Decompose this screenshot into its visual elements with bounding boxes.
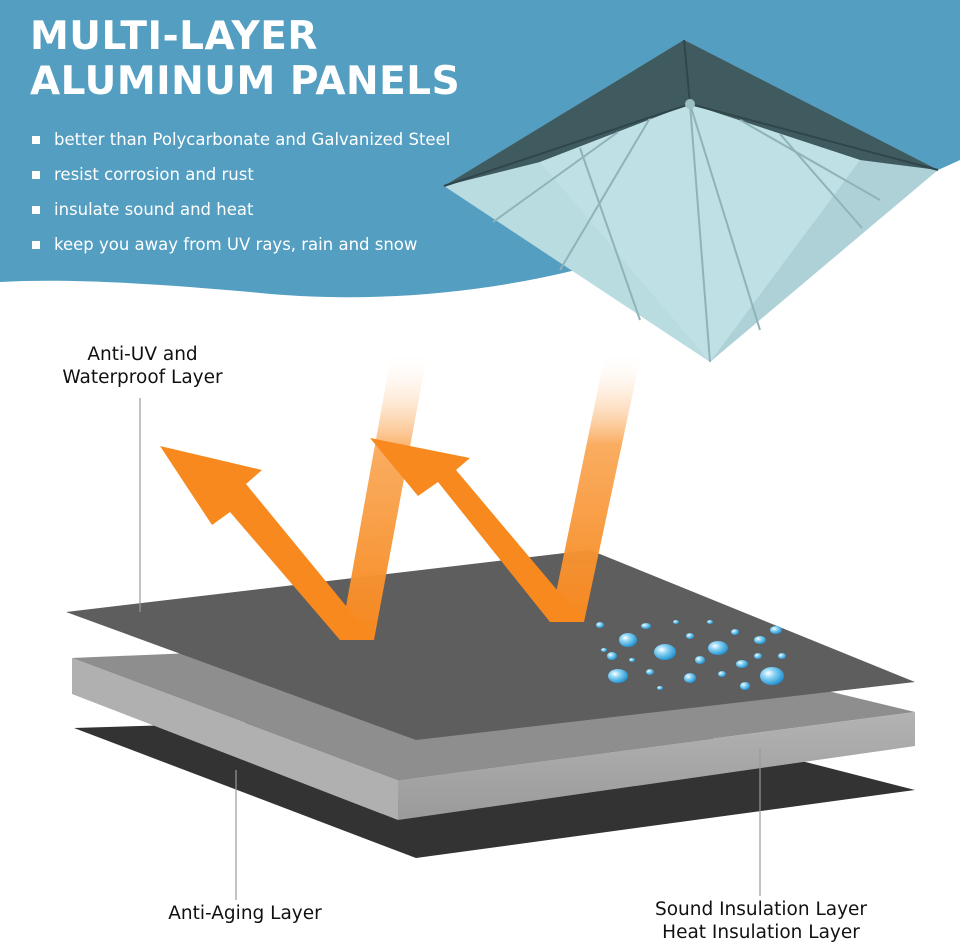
anti-aging-label: Anti-Aging Layer [150,902,340,925]
bullet-square-icon [32,135,40,144]
page-title: MULTI-LAYER ALUMINUM PANELS [30,14,460,104]
feature-text: keep you away from UV rays, rain and sno… [54,234,418,254]
bullet-square-icon [32,170,40,179]
sun-ray-beam [550,350,642,622]
feature-list: better than Polycarbonate and Galvanized… [32,122,450,262]
feature-item: resist corrosion and rust [32,157,450,192]
title-line-1: MULTI-LAYER [30,14,318,59]
sound-label-line: Sound Insulation Layer [654,899,868,920]
leader-lines [139,398,761,900]
feature-item: better than Polycarbonate and Galvanized… [32,122,450,157]
anti-uv-layer [66,550,915,740]
roof-icon [443,39,939,363]
bullet-square-icon [32,240,40,249]
feature-item: keep you away from UV rays, rain and sno… [32,227,450,262]
sun-ray-arrow-icon [160,438,584,640]
bullet-square-icon [32,205,40,214]
water-droplet-icon [596,620,786,690]
sun-ray-beam [340,350,428,640]
feature-item: insulate sound and heat [32,192,450,227]
sound-heat-label: Sound Insulation Layer Heat Insulation L… [630,898,892,944]
anti-aging-label-text: Anti-Aging Layer [168,903,322,924]
feature-text: resist corrosion and rust [54,164,254,184]
heat-label-line: Heat Insulation Layer [662,922,860,943]
feature-text: better than Polycarbonate and Galvanized… [54,129,451,149]
anti-uv-label-line-2: Waterproof Layer [62,367,223,388]
anti-uv-label: Anti-UV and Waterproof Layer [40,343,245,389]
anti-uv-label-line-1: Anti-UV and [87,344,198,365]
feature-text: insulate sound and heat [54,199,254,219]
title-line-2: ALUMINUM PANELS [30,59,461,104]
